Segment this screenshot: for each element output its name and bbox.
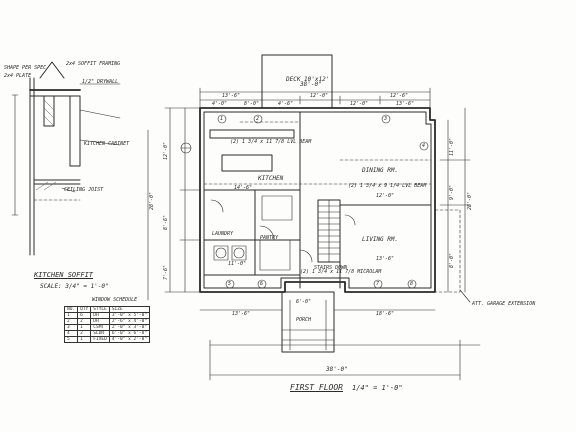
window-marker-1: 1 [220,116,224,122]
section-marker [180,142,192,154]
exterior-walls [199,107,436,293]
room-dim-kitchen: 14'-6" [234,185,253,191]
upper-dim-3: 4'-6" [278,101,294,107]
laundry-label: LAUNDRY [212,231,234,237]
deck-label: DECK 10'x12' [286,76,330,83]
window-schedule-title: WINDOW SCHEDULE [92,297,138,303]
left-dim-1: 12'-0" [163,141,169,160]
table-row: 5 1 FIXED 4'-0" x 2'-0" [63,336,151,343]
beam-note-bottom: (2) 1 3/4 x 11 7/8 MICROLAM [300,269,382,275]
porch-label: PORCH [296,317,312,323]
stairs [317,199,341,263]
top-dim-1: 13'-6" [222,93,241,99]
kitchen-label: KITCHEN [258,175,284,182]
upper-dim-2: 8'-0" [244,101,260,107]
dimension-lines [147,87,481,381]
window-schedule-table: NO. QTY STYLE SIZE 1 6 DH 3'-0" x 5'-0" … [63,306,151,343]
right-dim-3: 8'-0" [449,252,455,268]
detail-title: KITCHEN SOFFIT [34,271,94,279]
bottom-dim-3: 18'-6" [376,311,395,317]
top-dim-2: 12'-0" [310,93,329,99]
detail-scale: SCALE: 3/4" = 1'-0" [40,283,109,290]
living-label: LIVING RM. [362,236,399,243]
beam-note-dining: (2) 1 3/4 x 9 1/4 LVL BEAM [348,183,427,189]
right-dim-2: 9'-0" [449,184,455,200]
pantry-label: PANTRY [260,235,279,241]
soffit-note-3: KITCHEN CABINET [84,141,130,147]
window-marker-7: 7 [376,281,380,287]
drawing-title: FIRST FLOOR [290,383,343,392]
window-marker-4: 4 [422,143,426,149]
drawing-scale: 1/4" = 1'-0" [352,384,403,392]
upper-dim-4: 12'-0" [350,101,369,107]
soffit-detail [11,61,121,256]
right-dim-1: 11'-0" [449,137,455,156]
beams [203,121,432,185]
bottom-overall-dim: 38'-0" [326,366,348,373]
top-overall-dim: 38'-0" [300,81,322,88]
front-porch [281,291,335,353]
soffit-left-note-1: SHAPE PER SPEC [4,65,47,71]
interior-walls [203,111,432,289]
window-marker-5: 5 [228,281,232,287]
window-markers [217,114,429,289]
soffit-note-1: 2x4 SOFFIT FRAMING [66,61,121,67]
window-marker-3: 3 [384,116,388,122]
room-dim-laundry: 11'-0" [228,261,247,267]
bottom-dim-1: 13'-6" [232,311,251,317]
left-dim-2: 8'-6" [163,214,169,230]
garage-extension-label: ATT. GARAGE EXTENSION [472,301,536,307]
left-dim-3: 7'-6" [163,264,169,280]
window-marker-2: 2 [256,116,260,122]
room-dim-living: 13'-6" [376,256,395,262]
right-overall-dim: 28'-0" [467,191,473,210]
room-dim-dining: 12'-0" [376,193,395,199]
stairs-label: STAIRS DOWN [314,265,348,271]
garage-extension [434,209,461,293]
window-marker-6: 6 [260,281,264,287]
beam-note-top: (2) 1 3/4 x 11 7/8 LVL BEAM [230,139,312,145]
upper-dim-5: 13'-6" [396,101,415,107]
upper-dim-1: 4'-0" [212,101,228,107]
bottom-dim-2: 6'-0" [296,299,312,305]
left-overall-dim: 28'-0" [149,191,155,210]
window-marker-8: 8 [410,281,414,287]
soffit-note-2: 1/2" DRYWALL [82,79,119,85]
soffit-note-4: CEILING JOIST [64,187,104,193]
dining-label: DINING RM. [362,167,399,174]
top-dim-3: 12'-6" [390,93,409,99]
soffit-left-note-2: 2x4 PLATE [4,73,32,79]
